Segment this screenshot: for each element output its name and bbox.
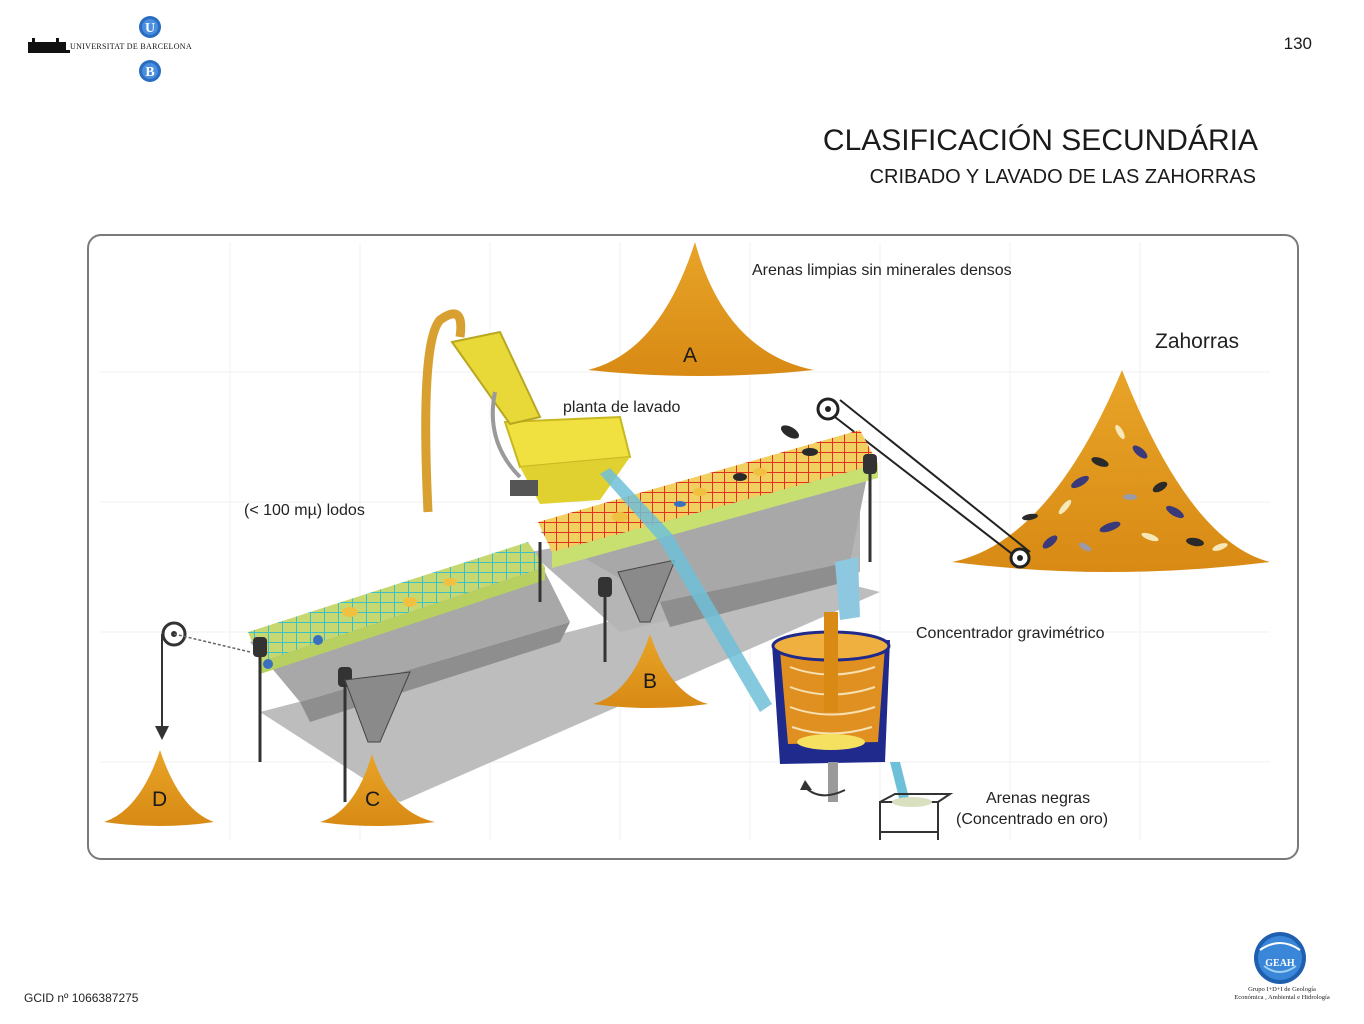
geah-logo: GEAH	[1254, 932, 1306, 984]
university-logo: U B	[28, 16, 161, 82]
group-line-1: Grupo I+D+I de Geología	[1248, 986, 1316, 993]
gcid-number: GCID nº 1066387275	[24, 991, 139, 1005]
svg-text:U: U	[145, 21, 155, 36]
black-sands-tray	[879, 793, 954, 840]
diagram-frame	[87, 234, 1299, 860]
label-concentrator: Concentrador gravimétrico	[916, 625, 1105, 642]
pile-b-label: B	[643, 670, 658, 693]
pile-a	[588, 242, 814, 376]
lower-screen	[248, 542, 545, 662]
page-subtitle: CRIBADO Y LAVADO DE LAS ZAHORRAS	[869, 166, 1256, 188]
water-pipe	[421, 309, 466, 513]
pile-d-label: D	[152, 788, 168, 811]
pile-c-label: C	[365, 788, 381, 811]
svg-text:GEAH: GEAH	[1265, 958, 1295, 969]
label-gold-concentrate: (Concentrado en oro)	[956, 811, 1109, 828]
water-flow	[600, 468, 772, 712]
university-name: UNIVERSITAT DE BARCELONA	[70, 42, 192, 51]
chute-b	[617, 559, 676, 623]
label-black-sands: Arenas negras	[986, 790, 1091, 807]
pile-d	[104, 750, 214, 826]
gravel-pile	[952, 370, 1270, 572]
label-clean-sands: Arenas limpias sin minerales densos	[752, 262, 1012, 279]
gravity-concentrator	[771, 612, 891, 802]
research-group-caption: Grupo I+D+I de Geología Económica , Ambi…	[1222, 986, 1342, 1002]
pile-a-label: A	[683, 344, 698, 367]
group-line-2: Económica , Ambiental e Hidrología	[1234, 994, 1330, 1001]
pile-b	[593, 634, 708, 708]
pile-c	[320, 754, 435, 826]
label-sludge: (< 100 mµ) lodos	[244, 502, 365, 519]
page-number: 130	[1283, 34, 1312, 53]
building-icon	[28, 38, 66, 52]
chute-c	[344, 671, 411, 743]
label-wash-plant: planta de lavado	[563, 399, 681, 416]
washing-plant-illustration	[100, 242, 1270, 840]
svg-text:B: B	[145, 65, 154, 80]
page-title: CLASIFICACIÓN SECUNDÁRIA	[822, 124, 1258, 157]
label-gravel: Zahorras	[1155, 330, 1240, 353]
